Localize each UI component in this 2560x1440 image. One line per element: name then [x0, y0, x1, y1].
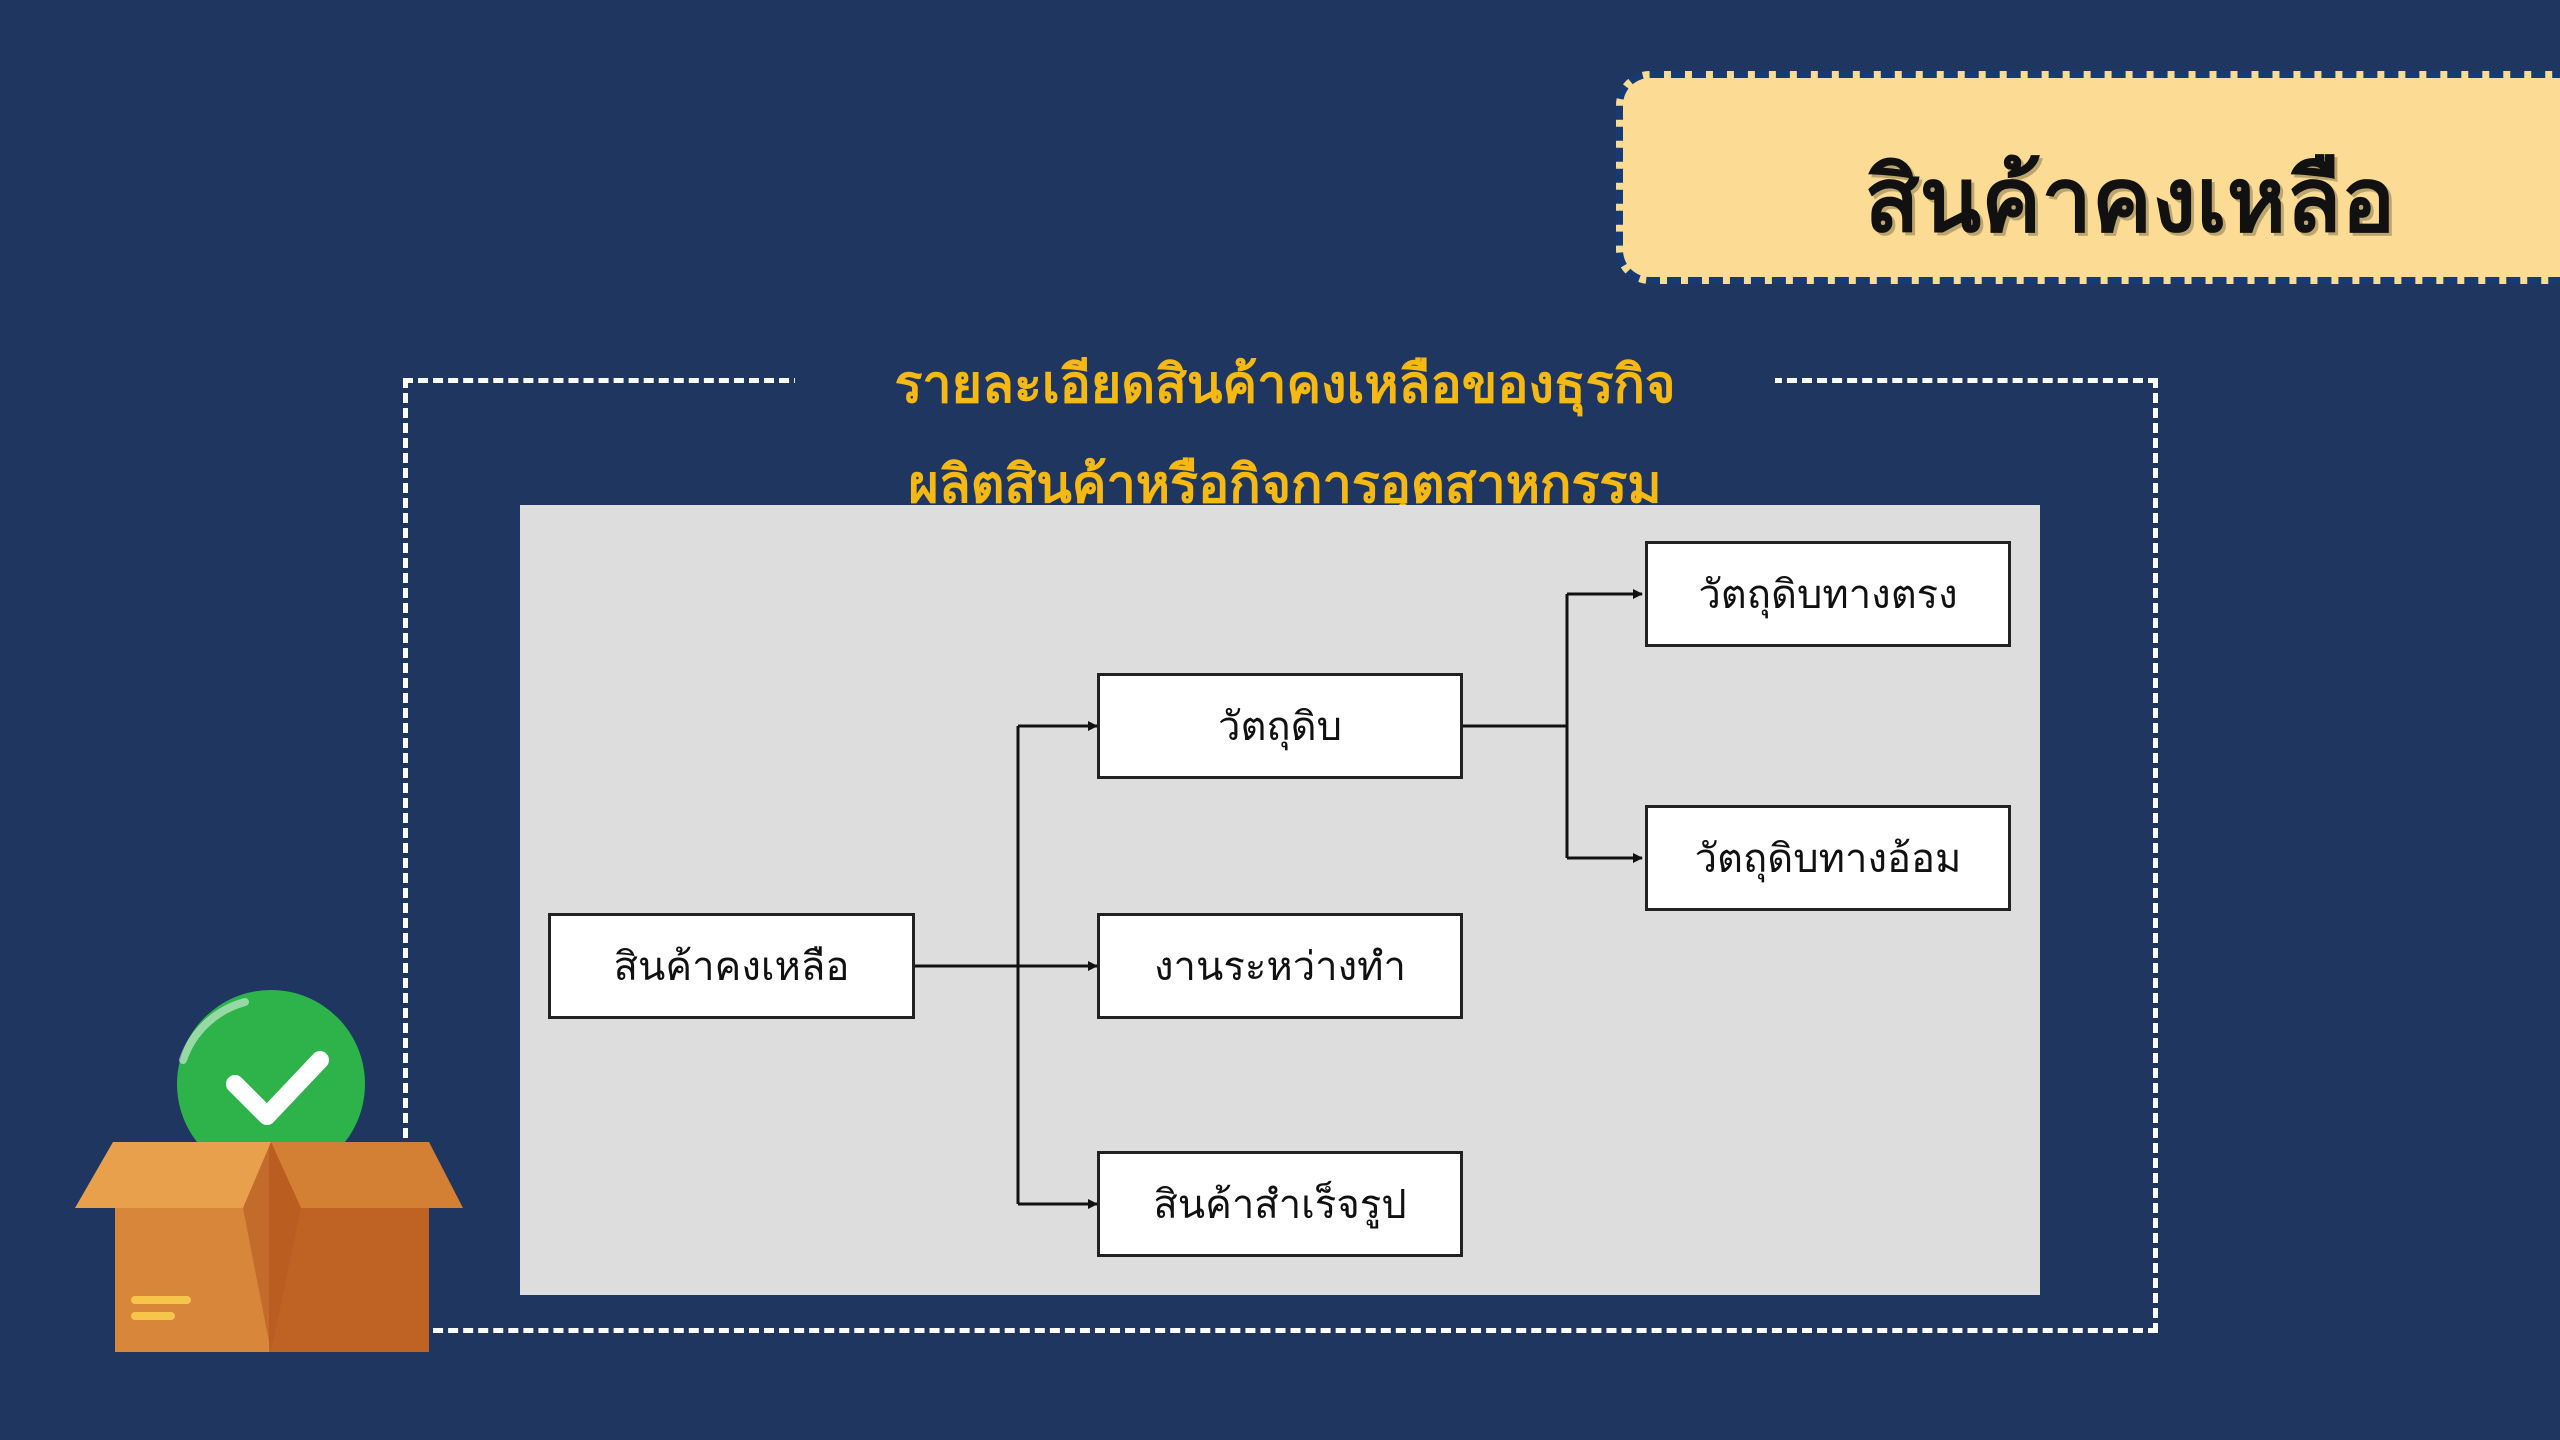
check-circle-icon [177, 990, 365, 1178]
node-finished-goods: สินค้าสำเร็จรูป [1097, 1151, 1463, 1257]
node-work-in-process: งานระหว่างทำ [1097, 913, 1463, 1019]
subtitle-line-1: รายละเอียดสินค้าคงเหลือของธุรกิจ [894, 355, 1676, 415]
node-indirect-materials: วัตถุดิบทางอ้อม [1645, 805, 2011, 911]
slide-title: สินค้าคงเหลือ [1864, 148, 2396, 253]
box-with-check-icon [75, 990, 463, 1352]
diagram-panel: สินค้าคงเหลือ วัตถุดิบ งานระหว่างทำ สินค… [520, 505, 2040, 1295]
subtitle-background [795, 352, 1775, 502]
node-direct-materials: วัตถุดิบทางตรง [1645, 541, 2011, 647]
cardboard-box-icon [75, 1142, 463, 1352]
node-raw-materials: วัตถุดิบ [1097, 673, 1463, 779]
diagram-connectors [915, 589, 1643, 1209]
title-banner [1616, 71, 2560, 284]
node-inventory: สินค้าคงเหลือ [548, 913, 915, 1019]
